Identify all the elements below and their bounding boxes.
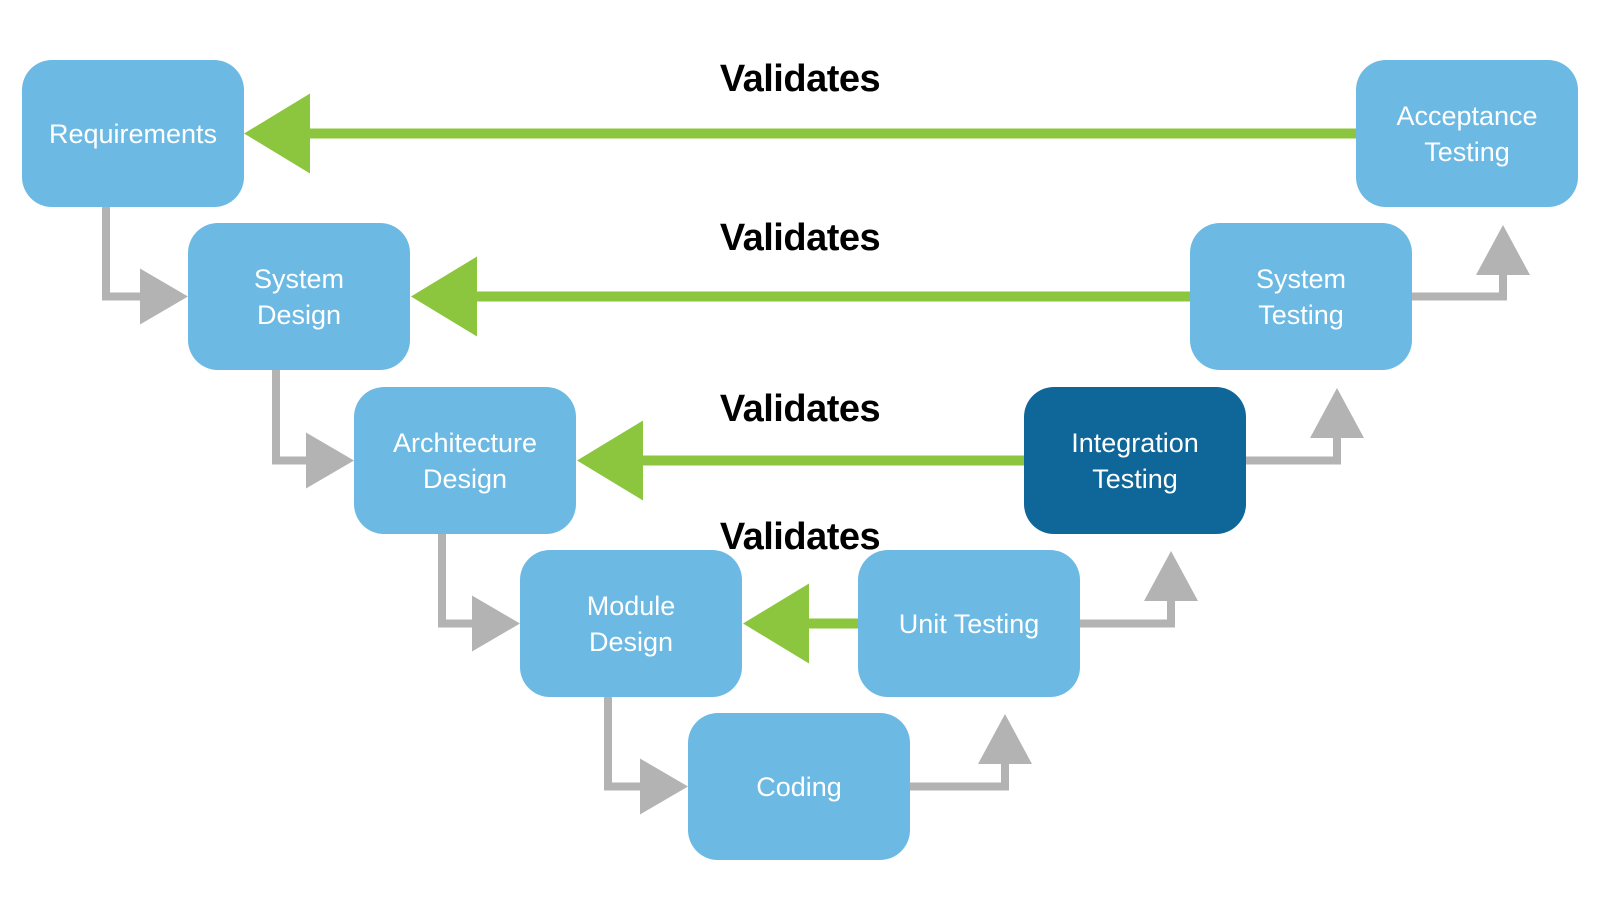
validates-arrow-integrationtesting-to-architecturedesign xyxy=(577,420,1024,501)
phase-box-unit-testing: Unit Testing xyxy=(858,550,1080,697)
phase-box-system-testing: System Testing xyxy=(1190,223,1412,370)
arrow-head-right-icon xyxy=(140,268,188,325)
phase-label-line1: Module xyxy=(586,590,676,621)
arrow-head-left-icon xyxy=(743,583,809,664)
validates-arrow-systemtesting-to-systemdesign xyxy=(411,256,1190,337)
flow-arrow-unittesting-to-integrationtesting xyxy=(1080,551,1198,628)
arrow-line xyxy=(475,291,1190,302)
connector-vertical xyxy=(1167,599,1175,628)
phase-box-architecture-design: Architecture Design xyxy=(354,387,576,534)
arrow-head-right-icon xyxy=(472,595,520,652)
flow-arrow-coding-to-unittesting xyxy=(910,714,1032,791)
phase-label: Requirements xyxy=(48,118,218,149)
phase-label-line2: Design xyxy=(588,626,674,657)
arrow-head-right-icon xyxy=(640,758,688,815)
validates-arrow-acceptance-to-requirements xyxy=(244,93,1356,174)
arrow-line xyxy=(308,128,1356,139)
phase-box-acceptance-testing: Acceptance Testing xyxy=(1356,60,1578,207)
validates-arrow-unittesting-to-moduledesign xyxy=(743,583,858,664)
validates-label-2: Validates xyxy=(719,217,881,259)
connector-vertical xyxy=(272,368,280,465)
connector-horizontal xyxy=(1246,456,1341,465)
phase-label-line2: Design xyxy=(256,299,342,330)
arrow-head-up-icon xyxy=(978,714,1032,764)
connector-horizontal xyxy=(438,619,472,628)
arrow-line xyxy=(641,455,1024,466)
phase-box-integration-testing: Integration Testing xyxy=(1024,387,1246,534)
phase-label: Unit Testing xyxy=(898,608,1040,639)
connector-horizontal xyxy=(272,456,306,465)
phase-box-coding: Coding xyxy=(688,713,910,860)
validates-label-4: Validates xyxy=(719,516,881,558)
flow-arrow-architecturedesign-to-moduledesign xyxy=(438,532,520,652)
connector-horizontal xyxy=(1080,619,1175,628)
arrow-head-up-icon xyxy=(1310,388,1364,438)
arrow-head-up-icon xyxy=(1476,225,1530,275)
arrow-head-up-icon xyxy=(1144,551,1198,601)
arrow-head-left-icon xyxy=(577,420,643,501)
connector-vertical xyxy=(1001,762,1009,791)
phase-label: Coding xyxy=(756,771,842,802)
arrow-line xyxy=(807,618,858,629)
flow-arrow-integrationtesting-to-systemtesting xyxy=(1246,388,1364,465)
phase-label-line1: Integration xyxy=(1071,427,1199,458)
phase-label-line2: Testing xyxy=(1424,136,1510,167)
phase-label-line1: System xyxy=(253,263,345,294)
flow-arrow-moduledesign-to-coding xyxy=(604,695,688,815)
phase-box-requirements: Requirements xyxy=(22,60,244,207)
connector-vertical xyxy=(1499,273,1507,301)
connector-vertical xyxy=(1333,436,1341,465)
phase-label-line2: Testing xyxy=(1258,299,1344,330)
connector-horizontal xyxy=(604,782,640,791)
arrow-head-left-icon xyxy=(411,256,477,337)
connector-vertical xyxy=(102,205,110,301)
phase-label-line1: Acceptance xyxy=(1396,100,1538,131)
flow-arrow-systemdesign-to-architecturedesign xyxy=(272,368,354,489)
connector-horizontal xyxy=(102,292,140,301)
phase-label-line2: Testing xyxy=(1092,463,1178,494)
phase-box-module-design: Module Design xyxy=(520,550,742,697)
phase-label-line2: Design xyxy=(422,463,508,494)
arrow-head-left-icon xyxy=(244,93,310,174)
phase-label-line1: System xyxy=(1255,263,1347,294)
flow-arrow-requirements-to-systemdesign xyxy=(102,205,188,325)
phase-box-system-design: System Design xyxy=(188,223,410,370)
phase-label-line1: Architecture xyxy=(392,427,538,458)
connector-vertical xyxy=(438,532,446,628)
connector-horizontal xyxy=(1412,292,1507,301)
connector-horizontal xyxy=(910,782,1009,791)
validates-label-3: Validates xyxy=(719,388,881,430)
arrow-head-right-icon xyxy=(306,432,354,489)
connector-vertical xyxy=(604,695,612,791)
flow-arrow-systemtesting-to-acceptancetesting xyxy=(1412,225,1530,301)
validates-label-1: Validates xyxy=(719,58,881,100)
